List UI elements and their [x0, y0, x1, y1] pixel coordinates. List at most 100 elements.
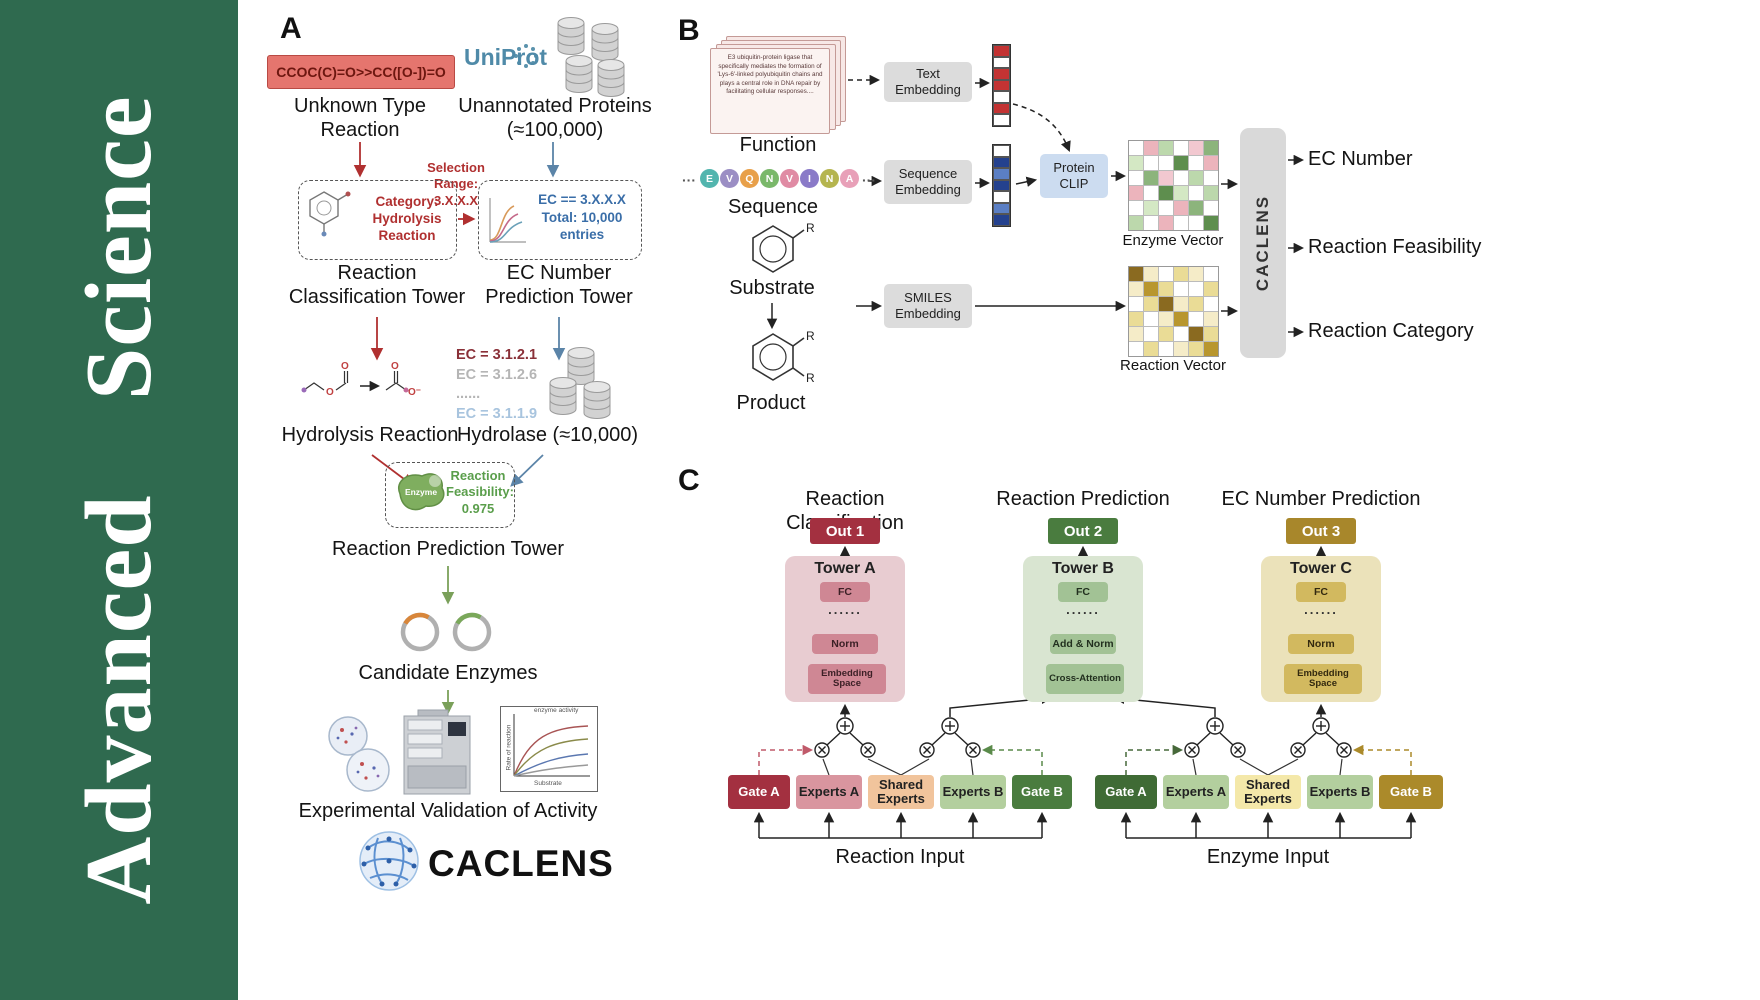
- vector-cell: [993, 102, 1010, 114]
- vector-cell: [1144, 186, 1158, 200]
- out2-box: Out 2: [1048, 518, 1118, 544]
- vector-cell: [1174, 282, 1188, 296]
- plasmid-icons: [400, 612, 492, 652]
- amino-acid-circle: N: [760, 169, 779, 188]
- caclens-logo-sphere: [359, 831, 419, 891]
- vector-cell: [1204, 186, 1218, 200]
- vector-cell: [1204, 342, 1218, 356]
- vector-cell: [1144, 267, 1158, 281]
- vector-cell: [1204, 282, 1218, 296]
- function-card-stack: E3 ubiquitin-protein ligase that specifi…: [710, 36, 846, 136]
- amino-acid-circle: I: [800, 169, 819, 188]
- vector-cell: [1144, 312, 1158, 326]
- plot-title: enzyme activity: [534, 707, 579, 714]
- mixing-node-tower-b-right: [1113, 693, 1246, 758]
- vector-cell: [1129, 141, 1143, 155]
- vector-cell: [1204, 216, 1218, 230]
- vector-cell: [1174, 216, 1188, 230]
- mixing-node-tower-b-left: [919, 693, 1053, 758]
- expert-line: [970, 758, 974, 776]
- vector-cell: [1174, 201, 1188, 215]
- hydrolysis-molecules: O O O O⁻: [301, 361, 421, 398]
- vector-cell: [1144, 171, 1158, 185]
- category-dashed-box: [298, 180, 457, 260]
- substrate-structure: R: [752, 221, 815, 273]
- enzyme-gate-b: Gate B: [1379, 775, 1443, 809]
- out1-box: Out 1: [810, 518, 880, 544]
- ec-item: EC = 3.1.1.9: [456, 405, 538, 422]
- vector-cell: [1189, 267, 1203, 281]
- vector-cell: [1129, 342, 1143, 356]
- prediction-tower-label: Reaction Prediction Tower: [332, 538, 564, 560]
- panel-c-label: C: [678, 464, 700, 497]
- tower-dots: ......: [828, 602, 862, 617]
- sequence-embedding-vector: [992, 144, 1011, 227]
- tower-c: Tower C FC ...... Norm Embedding Space: [1261, 556, 1381, 702]
- vector-cell: [1174, 327, 1188, 341]
- plot-xlabel: Substrate: [534, 780, 562, 787]
- vector-cell: [1204, 312, 1218, 326]
- enzyme-vector-matrix: [1128, 140, 1219, 231]
- expert-line: [1267, 758, 1299, 776]
- reaction-input-bus: [753, 811, 1048, 839]
- cross-attention-layer: Cross-Attention: [1046, 664, 1124, 694]
- text-embedding-vector: [992, 44, 1011, 127]
- enzyme-blob-icon: Enzyme: [397, 473, 445, 511]
- arrow-seqvector-to-clip: [1015, 176, 1038, 187]
- vector-cell: [1174, 342, 1188, 356]
- amino-acid-circle: Q: [740, 169, 759, 188]
- ec-filter-dashed-box: [478, 180, 642, 260]
- reaction-vector-label: Reaction Vector: [1120, 357, 1226, 374]
- smiles-embedding-box: SMILES Embedding: [884, 284, 972, 328]
- vector-cell: [1204, 171, 1218, 185]
- reaction-experts-b: Experts B: [940, 775, 1006, 809]
- activity-plot: enzyme activity Substrate Rate of reacti…: [500, 706, 598, 792]
- vector-cell: [1189, 282, 1203, 296]
- candidate-enzymes-label: Candidate Enzymes: [358, 662, 538, 684]
- ec-candidate-list: EC = 3.1.2.1 EC = 3.1.2.6 ...... EC = 3.…: [456, 346, 556, 424]
- vector-cell: [1159, 186, 1173, 200]
- product-label: Product: [736, 392, 806, 414]
- vector-cell: [1159, 267, 1173, 281]
- vector-cell: [1144, 297, 1158, 311]
- vector-cell: [1129, 186, 1143, 200]
- vector-cell: [1189, 171, 1203, 185]
- vector-cell: [1204, 156, 1218, 170]
- vector-cell: [993, 79, 1010, 91]
- classification-tower-label: Reaction Classification Tower: [288, 262, 466, 308]
- vector-cell: [1144, 201, 1158, 215]
- function-card-front: E3 ubiquitin-protein ligase that specifi…: [710, 48, 830, 134]
- sequence-ellipsis-left: ···: [682, 172, 696, 188]
- title-reaction-prediction: Reaction Prediction: [996, 488, 1170, 510]
- fc-layer: FC: [820, 582, 870, 602]
- vector-cell: [1204, 297, 1218, 311]
- vector-cell: [1204, 267, 1218, 281]
- vector-cell: [993, 191, 1010, 203]
- gateB-reaction-dashed: [981, 744, 1043, 775]
- substituent-r-label: R: [806, 371, 815, 385]
- vector-cell: [993, 114, 1010, 126]
- vector-cell: [1174, 156, 1188, 170]
- norm-layer: Norm: [1288, 634, 1354, 654]
- gateA-enzyme-dashed: [1125, 744, 1184, 775]
- tower-dots: ......: [1066, 602, 1100, 617]
- ec-item: ......: [456, 386, 481, 403]
- reaction-experts-a: Experts A: [796, 775, 862, 809]
- text-embedding-box: Text Embedding: [884, 62, 972, 102]
- vector-cell: [1129, 282, 1143, 296]
- mixing-node-tower-c: [1290, 703, 1352, 758]
- vector-cell: [1144, 216, 1158, 230]
- unknown-reaction-label: Unknown Type Reaction: [294, 95, 426, 141]
- title-ec-number-prediction: EC Number Prediction: [1221, 488, 1421, 510]
- vector-cell: [1159, 201, 1173, 215]
- vector-cell: [1189, 186, 1203, 200]
- vector-cell: [1159, 327, 1173, 341]
- atom-o: O: [391, 361, 399, 372]
- feasibility-dashed-box: [385, 462, 515, 528]
- vector-cell: [1189, 156, 1203, 170]
- validation-label: Experimental Validation of Activity: [298, 800, 598, 822]
- norm-layer: Norm: [812, 634, 878, 654]
- vector-cell: [993, 91, 1010, 103]
- vector-cell: [1129, 327, 1143, 341]
